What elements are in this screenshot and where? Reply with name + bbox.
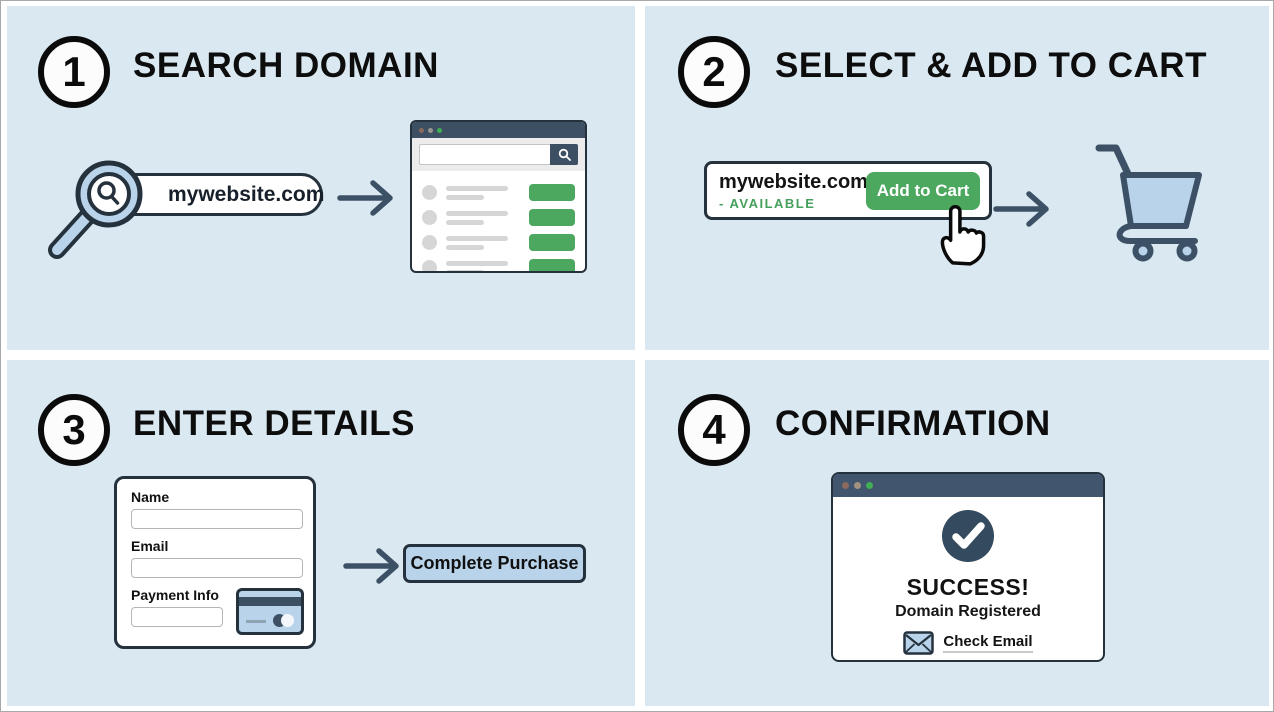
success-title: SUCCESS! xyxy=(906,574,1030,600)
step-number: 2 xyxy=(702,48,726,95)
result-text-placeholder xyxy=(446,235,520,250)
step-number: 3 xyxy=(62,406,86,453)
result-text-placeholder xyxy=(446,210,520,225)
search-results-window xyxy=(410,120,587,273)
domain-info: mywebsite.com - AVAILABLE xyxy=(719,171,868,211)
titlebar-dot xyxy=(419,127,424,133)
step-number: 1 xyxy=(62,48,86,95)
availability-badge: - AVAILABLE xyxy=(719,196,816,211)
titlebar-dot xyxy=(842,482,849,489)
result-text-placeholder xyxy=(446,185,520,200)
complete-purchase-label: Complete Purchase xyxy=(410,553,579,573)
result-text-placeholder xyxy=(446,260,520,271)
browser-titlebar xyxy=(412,122,585,138)
shopping-cart-icon xyxy=(1095,144,1202,262)
checkout-form: Name Email Payment Info xyxy=(114,476,316,649)
titlebar-dot xyxy=(866,482,873,489)
titlebar-dot xyxy=(437,127,442,133)
titlebar-dot xyxy=(428,127,433,133)
credit-card-number-line xyxy=(246,620,266,623)
arrow-right-icon xyxy=(993,191,1049,227)
step-4-number-badge: 4 xyxy=(678,394,750,466)
panel-step-3: 3 ENTER DETAILS Name Email Payment Info … xyxy=(7,360,635,706)
add-to-cart-label: Add to Cart xyxy=(876,181,970,200)
complete-purchase-button[interactable]: Complete Purchase xyxy=(403,544,586,583)
confirmation-window: SUCCESS! Domain Registered Check Email xyxy=(831,472,1105,662)
domain-search-value: mywebsite.com xyxy=(168,182,325,206)
envelope-icon xyxy=(903,631,935,655)
add-to-cart-button[interactable]: Add to Cart xyxy=(866,172,980,210)
credit-card-stripe xyxy=(239,597,301,606)
browser-search-input[interactable] xyxy=(419,144,550,165)
step-4-title: CONFIRMATION xyxy=(775,404,1051,443)
field-label: Name xyxy=(131,489,170,505)
check-email-row: Check Email xyxy=(903,631,1033,655)
result-row xyxy=(422,209,575,226)
result-action-button[interactable] xyxy=(529,184,575,201)
domain-name: mywebsite.com xyxy=(719,171,868,193)
confirmation-body: SUCCESS! Domain Registered Check Email xyxy=(833,497,1103,660)
result-avatar xyxy=(422,185,437,200)
credit-card-icon xyxy=(236,588,304,635)
email-input[interactable] xyxy=(131,558,303,578)
step-3-number-badge: 3 xyxy=(38,394,110,466)
credit-card-logo xyxy=(281,614,294,627)
result-avatar xyxy=(422,260,437,271)
step-3-title: ENTER DETAILS xyxy=(133,404,415,443)
step-number: 4 xyxy=(702,406,726,453)
check-email-link[interactable]: Check Email xyxy=(943,633,1033,653)
panel-step-4: 4 CONFIRMATION SUCCESS! Domain Registere… xyxy=(645,360,1269,706)
titlebar-dot xyxy=(854,482,861,489)
result-action-button[interactable] xyxy=(529,259,575,271)
payment-input[interactable] xyxy=(131,607,223,627)
result-avatar xyxy=(422,235,437,250)
result-row xyxy=(422,184,575,201)
domain-search-pill[interactable]: mywebsite.com xyxy=(107,173,325,216)
result-row xyxy=(422,259,575,271)
browser-search-bar xyxy=(412,138,585,171)
field-label: Payment Info xyxy=(131,587,219,603)
arrow-right-icon xyxy=(343,548,399,584)
step-1-title: SEARCH DOMAIN xyxy=(133,46,439,85)
result-list xyxy=(412,171,585,271)
browser-search-button[interactable] xyxy=(550,144,578,165)
result-row xyxy=(422,234,575,251)
step-2-number-badge: 2 xyxy=(678,36,750,108)
search-icon xyxy=(558,148,571,161)
field-label: Email xyxy=(131,538,169,554)
cursor-hand-icon xyxy=(940,205,986,266)
success-subtitle: Domain Registered xyxy=(895,603,1041,620)
browser-titlebar xyxy=(833,474,1103,497)
step-2-title: SELECT & ADD TO CART xyxy=(775,46,1207,85)
result-action-button[interactable] xyxy=(529,234,575,251)
panel-step-2: 2 SELECT & ADD TO CART mywebsite.com - A… xyxy=(645,6,1269,350)
panel-step-1: 1 SEARCH DOMAIN mywebsite.com xyxy=(7,6,635,350)
domain-result-card: mywebsite.com - AVAILABLE Add to Cart xyxy=(704,161,992,266)
success-check-icon xyxy=(942,510,994,562)
result-action-button[interactable] xyxy=(529,209,575,226)
magnifying-glass-icon xyxy=(48,160,143,259)
arrow-right-icon xyxy=(337,180,393,216)
name-input[interactable] xyxy=(131,509,303,529)
result-avatar xyxy=(422,210,437,225)
step-1-number-badge: 1 xyxy=(38,36,110,108)
